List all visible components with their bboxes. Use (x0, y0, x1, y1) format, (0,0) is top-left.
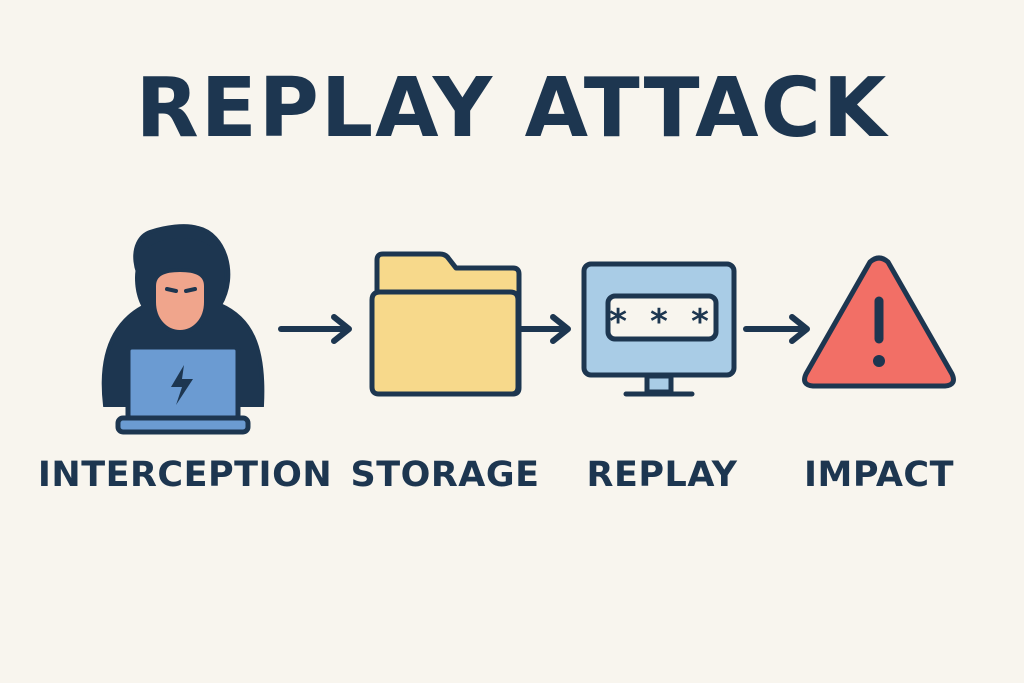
folder-icon (369, 251, 522, 397)
step-label-impact: IMPACT (804, 455, 954, 495)
step-label-storage: STORAGE (350, 455, 540, 495)
password-mask: * * * (608, 302, 710, 342)
step-label-replay: REPLAY (586, 455, 738, 495)
arrow-2 (517, 314, 571, 344)
warning-icon (802, 255, 956, 389)
page-title: REPLAY ATTACK (135, 61, 889, 156)
step-label-interception: INTERCEPTION (37, 455, 333, 495)
arrow-3 (743, 314, 810, 344)
arrow-1 (278, 314, 352, 344)
hacker-laptop-icon (101, 224, 265, 435)
monitor-password-icon: * * * (581, 261, 737, 397)
